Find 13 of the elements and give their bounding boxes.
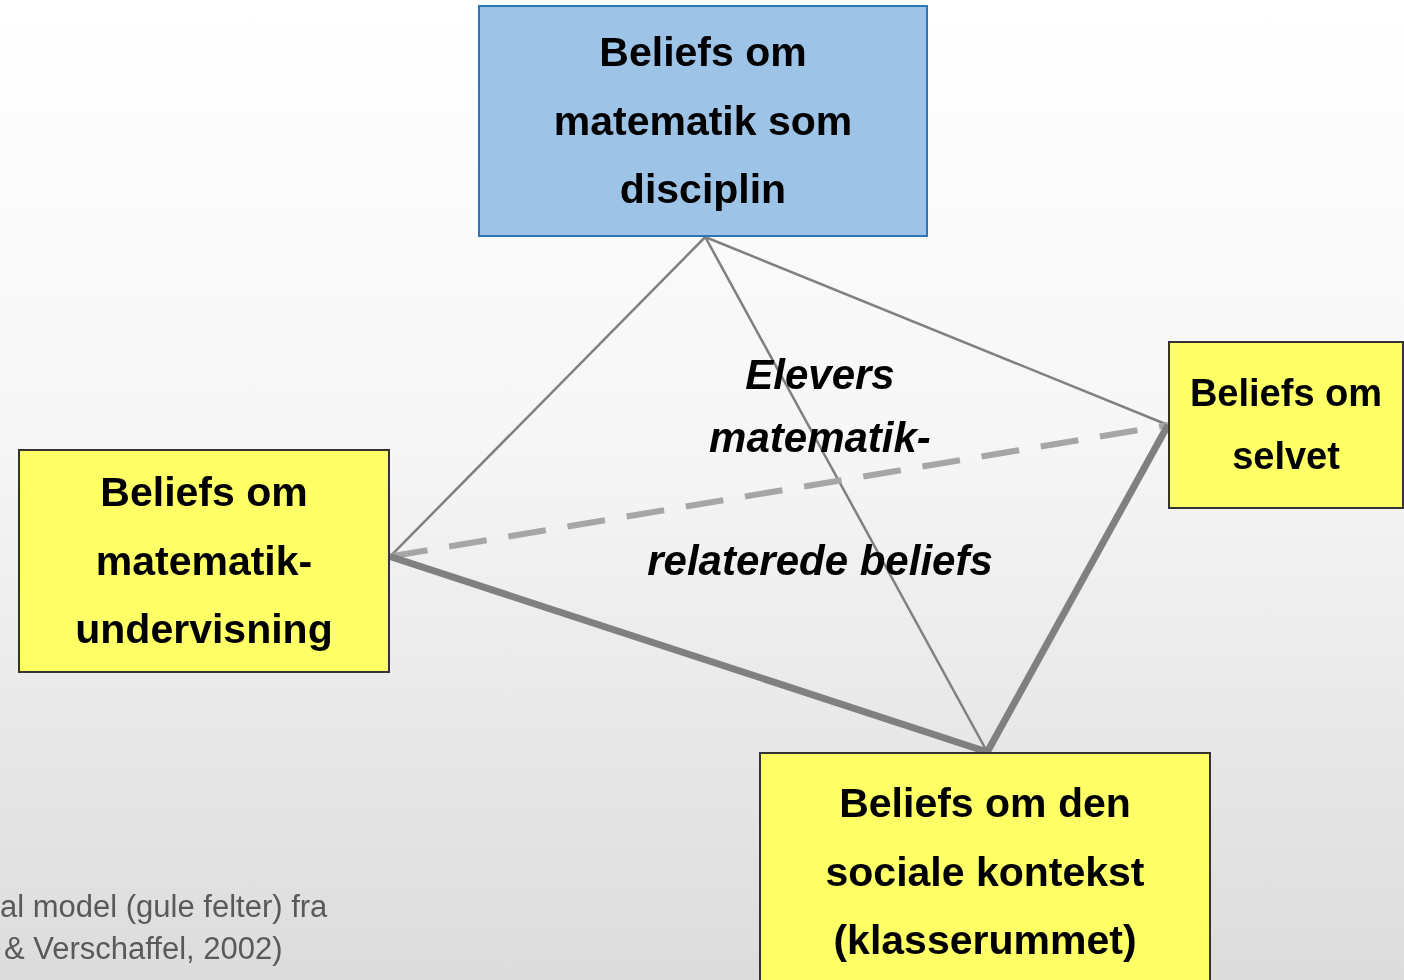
- box-label: Beliefs om selvet: [1188, 370, 1384, 479]
- center-label: relaterede beliefs: [646, 536, 994, 586]
- source-note: & Verschaffel, 2002): [4, 930, 283, 968]
- center-label: Elevers matematik-: [708, 350, 932, 463]
- belief-box: [759, 752, 1211, 980]
- box-label: Beliefs om den sociale kontekst (klasserummet): [824, 779, 1146, 966]
- belief-box: [18, 449, 390, 673]
- belief-box: [1168, 341, 1404, 509]
- box-label: Beliefs om matematik- undervisning: [74, 468, 334, 655]
- box-label: Beliefs om matematik som disciplin: [552, 28, 854, 215]
- heading-box: [478, 5, 928, 237]
- source-note: al model (gule felter) fra: [0, 888, 328, 926]
- dashed-line: [389, 422, 1169, 560]
